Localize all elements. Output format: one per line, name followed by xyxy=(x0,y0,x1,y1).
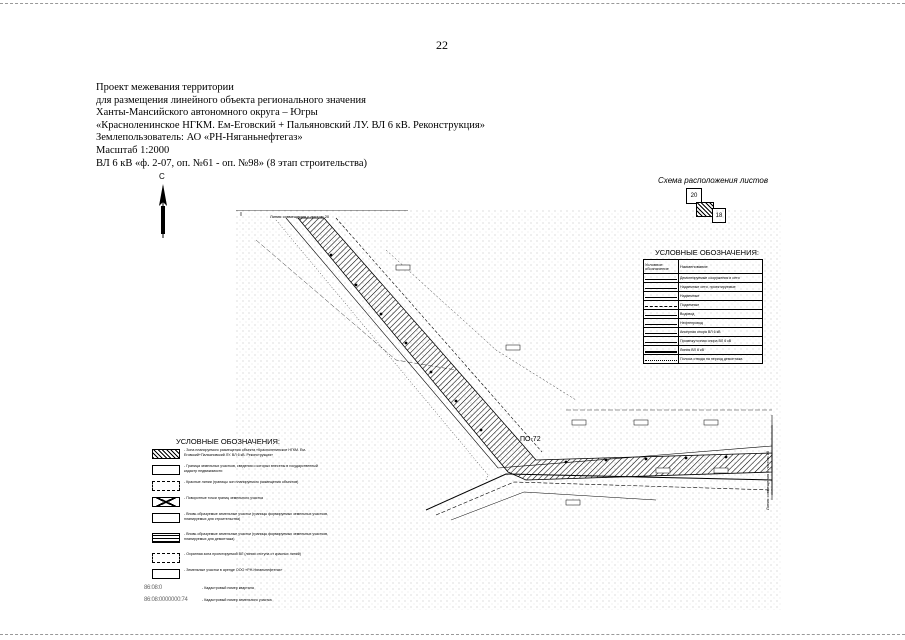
legend-header-symbol: Условное обозначение xyxy=(643,259,679,274)
legend-item: - Вновь образуемые земельные участки (гр… xyxy=(184,512,329,521)
header-line: Ханты-Мансийского автономного округа – Ю… xyxy=(96,107,318,119)
north-arrow-label: С xyxy=(159,172,165,181)
legend-row: Нефтепровод xyxy=(643,318,763,328)
header-line: ВЛ 6 кВ «ф. 2-07, оп. №61 - оп. №98» (8 … xyxy=(96,157,368,169)
cadastral-quarter-number: 86:08:0 xyxy=(144,585,162,591)
header-line: Масштаб 1:2000 xyxy=(96,144,170,156)
header-line: для размещения линейного объекта региона… xyxy=(96,94,366,106)
legend-item: - Граница земельных участков, сведения о… xyxy=(184,464,318,473)
header-line: «Красноленинское НГКМ. Ем-Еговский + Пал… xyxy=(96,119,485,131)
legend-item: Линия ВЛ 6 кВ xyxy=(678,345,763,355)
legend-row: Анкерная опора ВЛ 6 кВ xyxy=(643,327,763,337)
header-line: Землепользователь: АО «РН-Няганьнефтегаз… xyxy=(96,132,303,144)
legend-row: - Красные линии (границы зон планируемог… xyxy=(150,479,330,494)
legend-item: Промежуточная опора ВЛ 6 кВ xyxy=(678,336,763,346)
legend-swatch xyxy=(152,449,180,459)
legend-row: - Вновь образуемые земельные участки (гр… xyxy=(150,531,330,550)
legend-row: Водовод xyxy=(643,309,763,319)
sheet-layout-scheme: Схема расположения листов 20 18 xyxy=(658,176,769,223)
legend-row: Полоса отвода на период демонтажа xyxy=(643,354,763,364)
legend-item: - Красные линии (границы зон планируемог… xyxy=(184,480,299,484)
match-line-top: Линия совмещения с листом 20 xyxy=(270,214,330,219)
page-number: 22 xyxy=(436,38,448,52)
bottom-dashed-edge xyxy=(0,634,905,635)
legend-header-name: Наименование xyxy=(678,259,763,274)
legend-swatch xyxy=(152,513,180,523)
legend-item: - Вновь образуемые земельные участки (гр… xyxy=(184,532,329,541)
legend-row: - Охранная зона проектируемой ВЛ (линии … xyxy=(150,551,330,566)
legend-swatch xyxy=(152,553,180,563)
north-arrow-icon xyxy=(159,184,167,238)
legend-right: УСЛОВНЫЕ ОБОЗНАЧЕНИЯ: Условное обозначен… xyxy=(643,248,763,364)
cadastral-parcel-label: - Кадастровый номер земельного участка xyxy=(202,598,272,602)
legend-row: - Поворотные точки границ земельного уча… xyxy=(150,495,330,510)
angle-label: ПО-72 xyxy=(520,436,541,443)
legend-row: - Граница земельных участков, сведения о… xyxy=(150,463,330,478)
legend-row: Надземные сети, проектируемые xyxy=(643,282,763,292)
legend-swatch xyxy=(152,533,180,543)
legend-swatch xyxy=(152,497,180,507)
legend-swatch xyxy=(152,481,180,491)
legend-swatch xyxy=(152,569,180,579)
legend-row: Подземные xyxy=(643,300,763,310)
legend-left: УСЛОВНЫЕ ОБОЗНАЧЕНИЯ: - Зона планируемог… xyxy=(144,437,330,606)
legend-item: Полоса отвода на период демонтажа xyxy=(678,354,763,364)
legend-row: - Земельные участки в аренде ООО «РН-Няг… xyxy=(150,567,330,582)
legend-item: Надземные xyxy=(678,291,763,301)
legend-item: Нефтепровод xyxy=(678,318,763,328)
legend-item: Анкерная опора ВЛ 6 кВ xyxy=(678,327,763,337)
legend-row: Линия ВЛ 6 кВ xyxy=(643,345,763,355)
legend-right-title: УСЛОВНЫЕ ОБОЗНАЧЕНИЯ: xyxy=(654,248,759,257)
sheet-layout-title: Схема расположения листов xyxy=(658,176,769,185)
legend-item: - Зона планируемого размещения объекта «… xyxy=(184,448,307,457)
legend-row: Промежуточная опора ВЛ 6 кВ xyxy=(643,336,763,346)
cadastral-quarter-label: - Кадастровый номер квартала xyxy=(202,586,254,590)
legend-item: - Земельные участки в аренде ООО «РН-Няг… xyxy=(184,568,283,572)
legend-row: Надземные xyxy=(643,291,763,301)
header-line: Проект межевания территории xyxy=(96,82,234,93)
cadastral-row: 86:08:0000000:74 - Кадастровый номер зем… xyxy=(144,596,330,606)
legend-item: - Охранная зона проектируемой ВЛ (линии … xyxy=(184,552,301,556)
top-dashed-edge xyxy=(0,3,905,4)
legend-row: - Вновь образуемые земельные участки (гр… xyxy=(150,511,330,530)
sheet-20: 20 xyxy=(686,188,702,204)
legend-item: Надземные сети, проектируемые xyxy=(678,282,763,292)
cadastral-row: 86:08:0 - Кадастровый номер квартала xyxy=(144,584,330,594)
legend-left-title: УСЛОВНЫЕ ОБОЗНАЧЕНИЯ: xyxy=(176,437,281,446)
legend-right-table: Условное обозначение Наименование Демонт… xyxy=(643,259,763,364)
legend-row: - Зона планируемого размещения объекта «… xyxy=(150,447,330,462)
match-line-right: Линия совмещения с листом 18 xyxy=(765,450,770,510)
legend-item: - Поворотные точки границ земельного уча… xyxy=(184,496,264,500)
legend-row: Демонтируемые сооружения и сети xyxy=(643,273,763,283)
north-arrow: С xyxy=(156,172,170,242)
legend-swatch xyxy=(152,465,180,475)
legend-header-row: Условное обозначение Наименование xyxy=(643,259,763,274)
cadastral-parcel-number: 86:08:0000000:74 xyxy=(144,597,188,603)
legend-item: Водовод xyxy=(678,309,763,319)
legend-item: Демонтируемые сооружения и сети xyxy=(678,273,763,283)
document-header: Проект межевания территории для размещен… xyxy=(96,82,485,170)
legend-item: Подземные xyxy=(678,300,763,310)
